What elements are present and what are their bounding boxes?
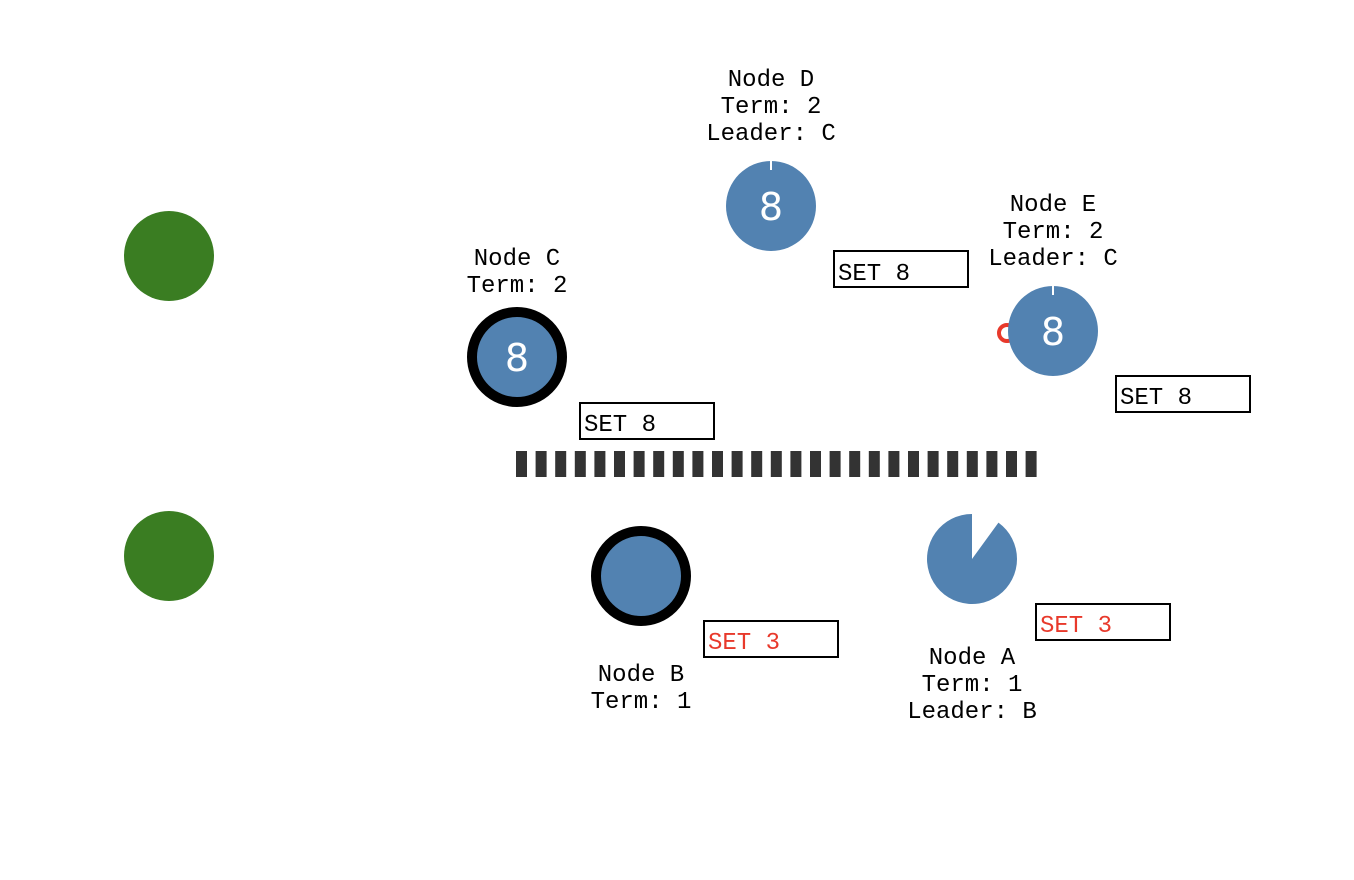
partition-segment	[692, 451, 704, 477]
partition-segment	[790, 451, 802, 477]
node-d-circle[interactable]	[726, 161, 816, 251]
partition-segment	[731, 451, 743, 477]
log-entry-e[interactable]: SET 8	[1115, 375, 1251, 413]
node-c-term: Term: 2	[467, 273, 568, 300]
partition-segment	[1025, 451, 1037, 477]
node-d-term: Term: 2	[721, 94, 822, 121]
partition-segment	[868, 451, 880, 477]
node-d[interactable]: Node D Term: 2 Leader: C 8	[706, 67, 836, 251]
log-entry-text: SET 8	[838, 261, 910, 288]
log-entry-text: SET 8	[1120, 385, 1192, 412]
node-a-term: Term: 1	[922, 672, 1023, 699]
partition-segment	[594, 451, 606, 477]
partition-segment	[986, 451, 998, 477]
partition-segment	[1006, 451, 1017, 477]
node-a-name: Node A	[929, 645, 1016, 672]
client-circle[interactable]	[124, 211, 214, 301]
node-e[interactable]: Node E Term: 2 Leader: C 8	[988, 192, 1118, 376]
partition-segment	[614, 451, 625, 477]
node-b-term: Term: 1	[591, 689, 692, 716]
log-entry-text: SET 3	[708, 630, 780, 657]
partition-segment	[653, 451, 665, 477]
partition-segment	[712, 451, 723, 477]
node-d-name: Node D	[728, 67, 814, 94]
log-entry-box[interactable]	[1115, 375, 1251, 413]
partition-segment	[516, 451, 527, 477]
partition-segment	[908, 451, 919, 477]
partition-segment	[927, 451, 939, 477]
partition-segment	[849, 451, 861, 477]
node-e-term: Term: 2	[1003, 219, 1104, 246]
node-d-value: 8	[759, 185, 783, 229]
node-e-name: Node E	[1010, 192, 1096, 219]
node-e-leader: Leader: C	[988, 246, 1118, 273]
node-c[interactable]: Node C Term: 2 8	[467, 246, 568, 407]
log-entry-box[interactable]	[1035, 603, 1171, 641]
log-entry-text: SET 3	[1040, 613, 1112, 640]
partition-segment	[535, 451, 547, 477]
log-entry-text: SET 8	[584, 412, 656, 439]
node-b-name: Node B	[598, 662, 684, 689]
partition-segment	[555, 451, 567, 477]
partition-segment	[751, 451, 763, 477]
node-a-circle[interactable]	[927, 514, 1018, 604]
partition-segment	[810, 451, 821, 477]
log-entry-box[interactable]	[833, 250, 969, 288]
log-entry-box[interactable]	[703, 620, 839, 658]
partition-segment	[947, 451, 959, 477]
node-d-leader: Leader: C	[706, 121, 836, 148]
log-entry-a[interactable]: SET 3	[1035, 603, 1171, 641]
client-circle[interactable]	[124, 511, 214, 601]
partition-segment	[829, 451, 841, 477]
partition-segment	[633, 451, 645, 477]
partition-segment	[966, 451, 978, 477]
log-entry-d[interactable]: SET 8	[833, 250, 969, 288]
node-c-circle[interactable]	[467, 307, 567, 407]
node-e-circle[interactable]	[1008, 286, 1098, 376]
node-c-value: 8	[505, 336, 529, 380]
node-a-leader: Leader: B	[907, 699, 1037, 726]
node-c-name: Node C	[474, 246, 560, 273]
partition-segment	[770, 451, 782, 477]
node-b[interactable]: Node B Term: 1	[591, 526, 692, 716]
node-a[interactable]: Node A Term: 1 Leader: B	[907, 514, 1037, 726]
log-entry-b[interactable]: SET 3	[703, 620, 839, 658]
log-entry-box[interactable]	[579, 402, 715, 440]
partition-segment	[888, 451, 900, 477]
log-entry-c[interactable]: SET 8	[579, 402, 715, 440]
network-partition	[516, 451, 1037, 477]
partition-segment	[574, 451, 586, 477]
partition-segment	[672, 451, 684, 477]
node-b-circle[interactable]	[591, 526, 691, 626]
node-e-value: 8	[1041, 310, 1065, 354]
